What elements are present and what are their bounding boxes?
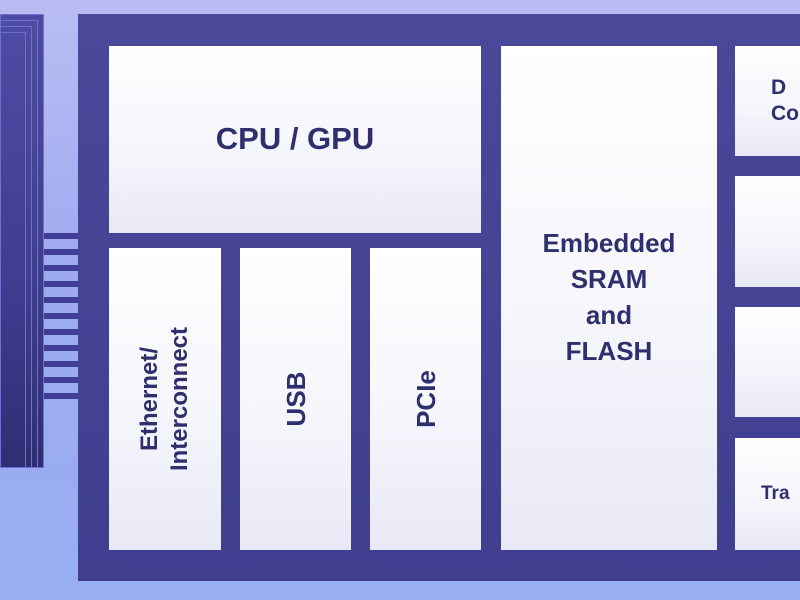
bus-line [44, 297, 80, 303]
pcie-label: PCIe [410, 370, 441, 428]
cpu-gpu-label: CPU / GPU [215, 121, 375, 157]
bus-line [44, 281, 80, 287]
pcie-block: PCIe [370, 248, 481, 550]
stacked-board-layer-4 [0, 32, 26, 468]
right-bottom-block: Tra [735, 438, 800, 550]
usb-label: USB [280, 371, 311, 427]
bus-line [44, 265, 80, 271]
bus-line [44, 361, 80, 367]
bus-line [44, 345, 80, 351]
right-block-2 [735, 176, 800, 287]
cpu-gpu-block: CPU / GPU [109, 46, 481, 233]
right-top-label: D Co [771, 75, 799, 125]
bus-line [44, 313, 80, 319]
bus-line [44, 393, 80, 399]
bus-line [44, 329, 80, 335]
embedded-memory-block: Embedded SRAM and FLASH [501, 46, 717, 550]
usb-block: USB [240, 248, 351, 550]
embedded-memory-label: Embedded SRAM and FLASH [542, 228, 676, 366]
ethernet-interconnect-label: Ethernet/ Interconnect [136, 326, 193, 472]
ethernet-interconnect-block: Ethernet/ Interconnect [109, 248, 221, 550]
right-top-block: D Co [735, 46, 800, 156]
bus-line [44, 377, 80, 383]
bus-line [44, 233, 80, 239]
bus-line [44, 249, 80, 255]
right-bottom-label: Tra [761, 483, 790, 505]
right-block-3 [735, 307, 800, 417]
